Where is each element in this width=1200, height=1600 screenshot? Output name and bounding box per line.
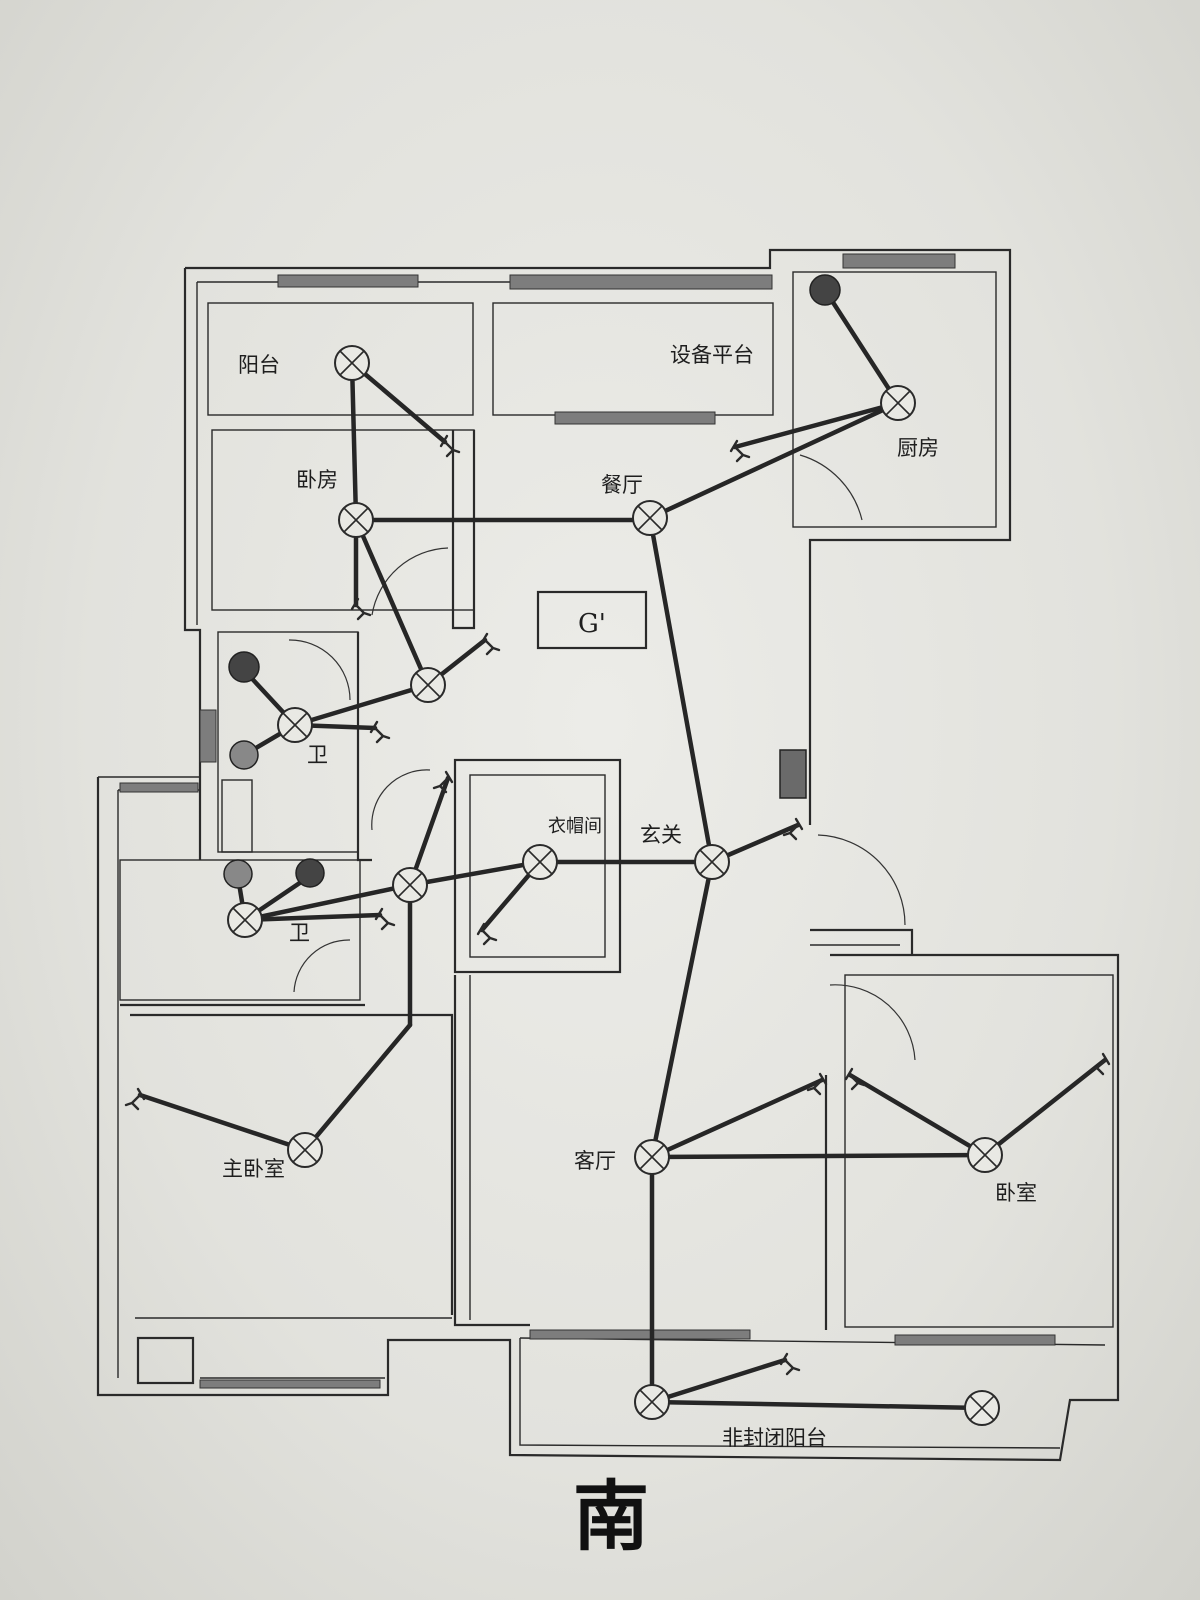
- room-label-open-balcony: 非封闭阳台: [722, 1426, 827, 1450]
- window-kitchen: [842, 253, 956, 269]
- light-switch-icon: [844, 1067, 866, 1091]
- light-switch-icon: [369, 720, 391, 744]
- ceiling-light-icon: [522, 844, 558, 880]
- window-equipment: [509, 274, 773, 290]
- room-label-bath-lower: 卫: [289, 921, 310, 945]
- light-switch-icon: [806, 1072, 828, 1096]
- walls: [96, 248, 1120, 1462]
- room-label-entry: 玄关: [640, 823, 682, 847]
- wall-light-icon: [228, 651, 260, 683]
- room-label-kitchen: 厨房: [897, 436, 939, 460]
- wall-light-icon: [295, 858, 325, 888]
- fridge-label: G': [578, 609, 606, 639]
- ceiling-light-icon: [227, 902, 263, 938]
- ceiling-light-icon: [410, 667, 446, 703]
- window-dining: [554, 411, 716, 425]
- room-label-living: 客厅: [574, 1149, 616, 1173]
- light-switch-icon: [479, 632, 501, 656]
- light-switch-icon: [439, 434, 461, 458]
- wiring: [137, 287, 1108, 1411]
- window-master: [199, 1379, 381, 1389]
- light-switch-icon: [432, 770, 454, 794]
- window-bath: [199, 709, 217, 763]
- light-switch-icon: [476, 922, 498, 946]
- room-label-balcony: 阳台: [238, 353, 280, 377]
- light-switch-icon: [350, 597, 372, 621]
- ceiling-light-icon: [634, 1384, 670, 1420]
- ceiling-light-icon: [964, 1390, 1000, 1426]
- room-label-bath-upper: 卫: [307, 743, 328, 767]
- room-label-master: 主卧室: [222, 1157, 285, 1181]
- light-switch-icon: [124, 1087, 146, 1111]
- ceiling-light-icon: [880, 385, 916, 421]
- wall-light-icon: [229, 740, 259, 770]
- ceiling-light-icon: [277, 707, 313, 743]
- doors: [288, 454, 916, 1061]
- room-label-equipment: 设备平台: [670, 343, 754, 367]
- room-labels: 阳台 设备平台 厨房 卧房 餐厅 卫 卫 衣帽间 玄关 主卧室 客厅 卧室 非封…: [222, 343, 1037, 1450]
- ceiling-light-icon: [334, 345, 370, 381]
- ceiling-light-icon: [338, 502, 374, 538]
- compass-label: 南: [573, 1472, 649, 1561]
- light-switch-icon: [374, 907, 396, 931]
- room-label-bedroom-e: 卧室: [995, 1181, 1037, 1205]
- switch-panel-icon: [779, 749, 807, 799]
- wall-light-icon: [223, 859, 253, 889]
- ceiling-light-icon: [392, 867, 428, 903]
- room-label-cloakroom: 衣帽间: [548, 816, 602, 837]
- dark-lights: [223, 274, 841, 889]
- ceiling-light-icon: [967, 1137, 1003, 1173]
- lamps: [227, 345, 1003, 1426]
- light-switch-icon: [782, 817, 804, 841]
- window-bedroom-e: [894, 1334, 1056, 1346]
- light-switch-icon: [729, 439, 751, 463]
- wall-light-icon: [809, 274, 841, 306]
- light-switch-icon: [1089, 1052, 1111, 1076]
- window-living: [529, 1329, 751, 1340]
- ceiling-light-icon: [634, 1139, 670, 1175]
- room-label-bedroom-n: 卧房: [296, 468, 338, 492]
- ceiling-light-icon: [287, 1132, 323, 1168]
- fridge-box: G': [536, 590, 648, 650]
- window-west: [119, 782, 199, 793]
- ceiling-light-icon: [632, 500, 668, 536]
- room-label-dining: 餐厅: [601, 473, 643, 497]
- window-balcony: [277, 274, 419, 288]
- windows: [119, 253, 1056, 1389]
- ceiling-light-icon: [694, 844, 730, 880]
- switches: [124, 434, 1111, 1376]
- light-switch-icon: [779, 1352, 801, 1376]
